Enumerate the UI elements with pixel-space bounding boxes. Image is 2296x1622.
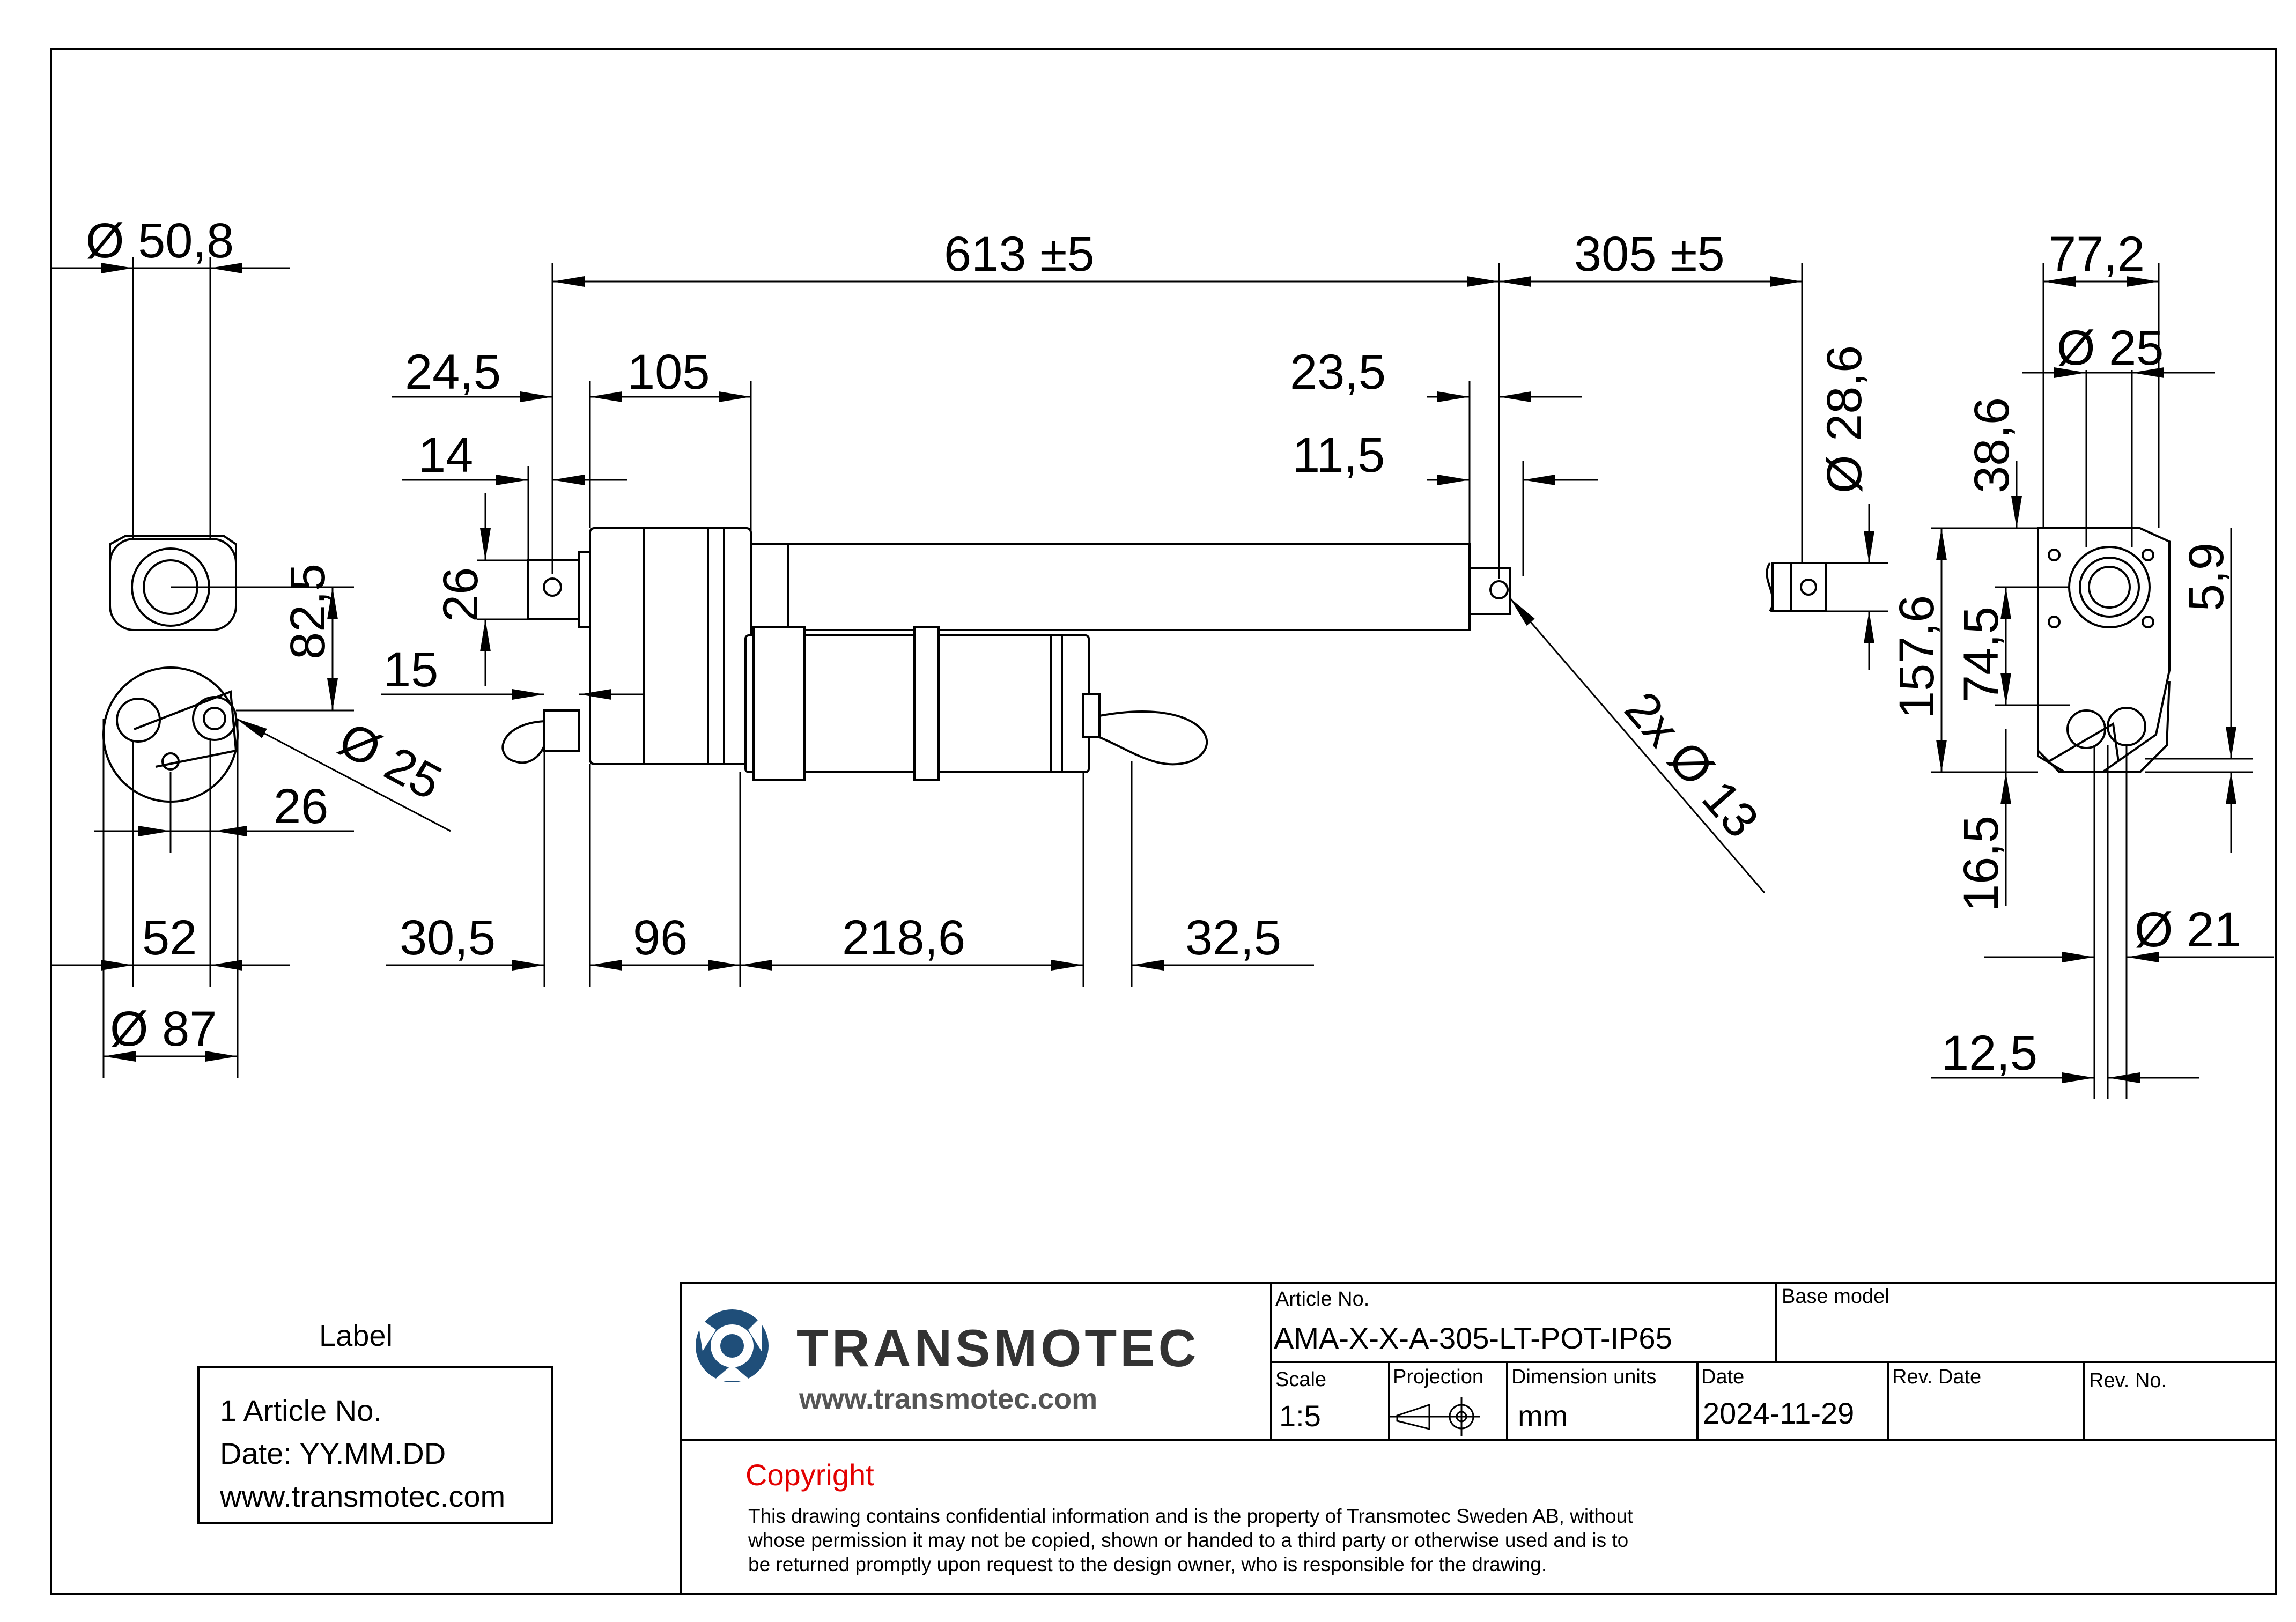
dim-87: Ø 87 [110,1002,217,1056]
left-end-view [102,535,330,803]
copyright-title: Copyright [745,1458,874,1492]
copyright-line3: be returned promptly upon request to the… [748,1553,1547,1575]
dim-82-5: 82,5 [280,564,335,660]
dim-218-6: 218,6 [842,910,965,965]
dim-77-2: 77,2 [2049,227,2145,282]
dim-28-6: Ø 28,6 [1817,345,1872,493]
units-label: Dimension units [1511,1366,1656,1388]
label-line3: www.transmotec.com [219,1479,505,1513]
date-value: 2024-11-29 [1703,1396,1854,1430]
copyright-line1: This drawing contains confidential infor… [748,1505,1633,1527]
dim-74-5: 74,5 [1954,606,2009,702]
dim-305: 305 ±5 [1574,227,1725,282]
rod-end-detail: Ø 28,6 [1766,345,1888,670]
scale-label: Scale [1275,1368,1326,1391]
dim-11-5: 11,5 [1293,428,1385,483]
dim-14: 14 [418,428,473,483]
dim-26-left: 26 [433,567,488,622]
brand-url: www.transmotec.com [799,1383,1097,1415]
label-line2: Date: YY.MM.DD [220,1436,446,1470]
dim-613: 613 ±5 [944,227,1095,282]
right-end-view [2037,527,2171,773]
projection-label: Projection [1393,1366,1483,1388]
dim-24-5: 24,5 [405,345,501,399]
copyright-line2: whose permission it may not be copied, s… [748,1529,1628,1551]
rev-no-label: Rev. No. [2089,1369,2167,1392]
dim-26-bottom: 26 [274,779,328,834]
base-model-label: Base model [1782,1285,1889,1308]
dim-15: 15 [383,642,438,697]
transmotec-logo-icon [696,1309,769,1382]
dim-50-8: Ø 50,8 [86,213,234,268]
label-box: Label 1 Article No. Date: YY.MM.DD www.t… [197,1319,553,1524]
dim-phi21: Ø 21 [2135,902,2241,957]
brand-name: TRANSMOTEC [796,1319,1199,1377]
dim-30-5: 30,5 [400,910,496,965]
label-title: Label [319,1319,393,1352]
dim-12-5: 12,5 [1941,1026,2037,1080]
dim-phi25-top: Ø 25 [2057,321,2164,375]
dim-23-5: 23,5 [1290,345,1386,399]
units-value: mm [1518,1399,1568,1433]
dim-5-9: 5,9 [2179,543,2234,611]
dim-16-5: 16,5 [1954,816,2009,912]
side-view [501,527,1511,781]
date-label: Date [1701,1366,1744,1388]
article-no-label: Article No. [1275,1288,1369,1310]
dim-38-6: 38,6 [1965,397,2019,493]
dim-157-6: 157,6 [1889,595,1944,719]
dim-2x13: 2x Ø 13 [1614,682,1769,848]
rev-date-label: Rev. Date [1892,1366,1981,1388]
dim-32-5: 32,5 [1185,910,1281,965]
dim-52: 52 [142,910,197,965]
projection-symbol-icon [1389,1397,1480,1436]
right-view-dimensions: 77,2 Ø 25 38,6 157,6 74,5 16,5 5,9 Ø 21 [1889,227,2274,1099]
title-block: TRANSMOTEC www.transmotec.com Article No… [680,1282,2277,1595]
dim-phi25-left: Ø 25 [330,712,451,811]
dim-96: 96 [633,910,688,965]
label-line1: 1 Article No. [220,1394,382,1427]
dim-105: 105 [627,345,710,399]
scale-value: 1:5 [1279,1399,1321,1433]
article-no: AMA-X-X-A-305-LT-POT-IP65 [1274,1321,1672,1355]
